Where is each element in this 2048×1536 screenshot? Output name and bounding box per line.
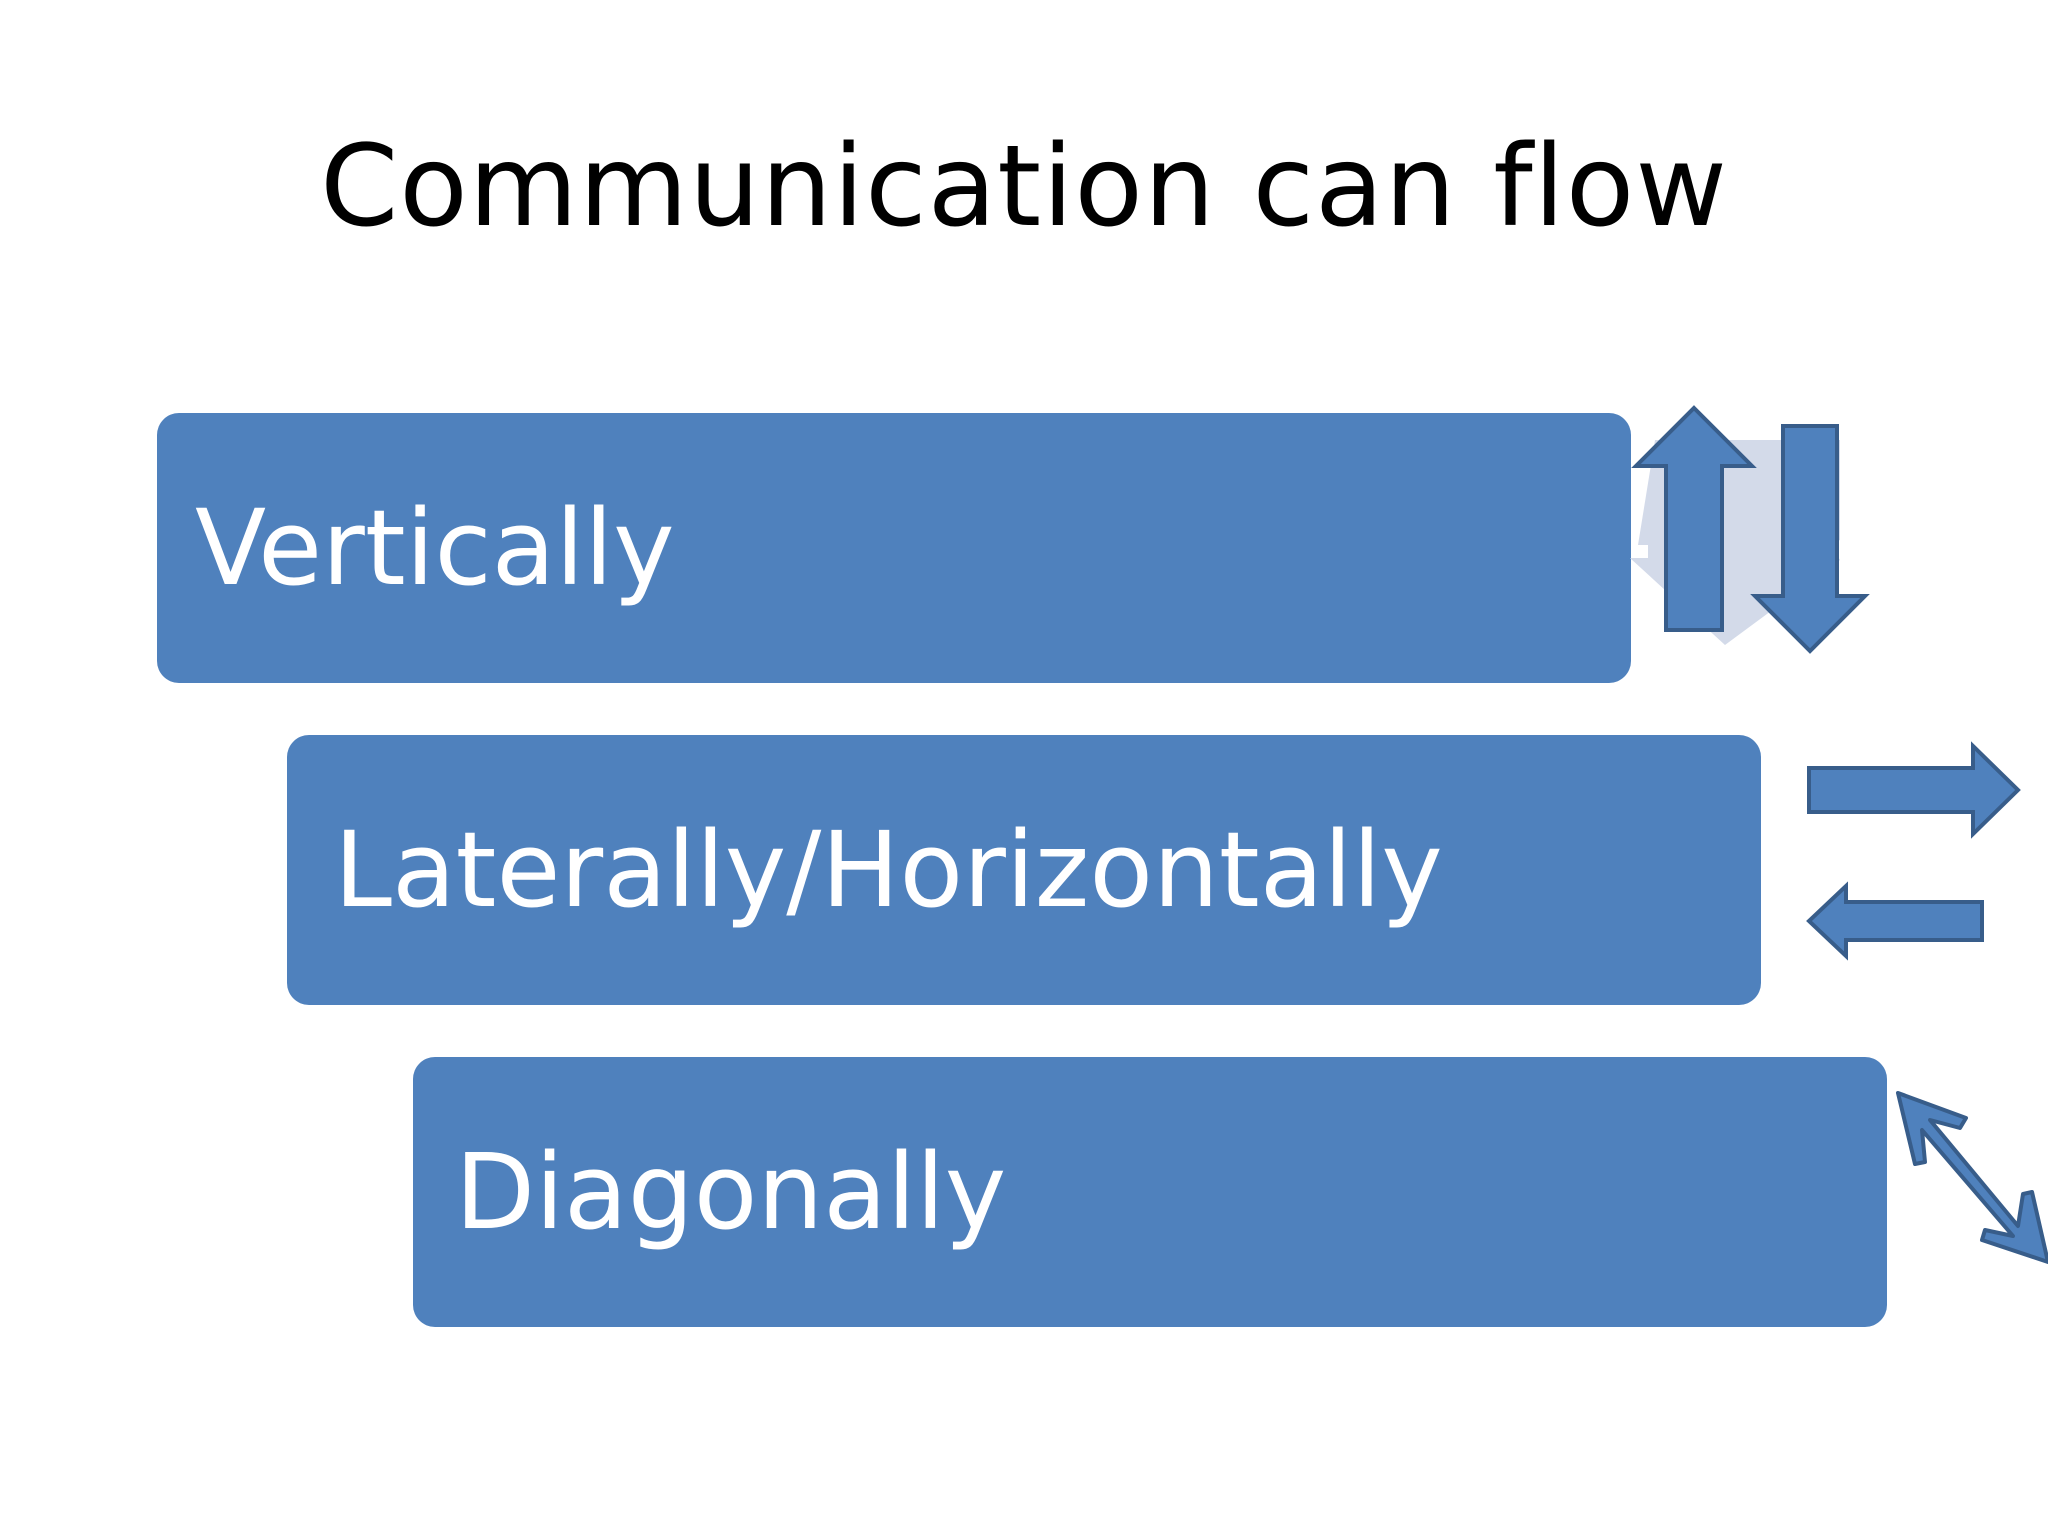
box-label: Diagonally	[455, 1131, 1007, 1253]
left-arrow-icon	[1806, 881, 1984, 961]
slide-title: Communication can flow	[320, 122, 1728, 252]
left-right-arrows-icon	[1806, 741, 2021, 961]
box-label: Laterally/Horizontally	[334, 809, 1443, 931]
right-arrow-icon	[1807, 741, 2021, 839]
diagonal-double-arrow-icon	[1896, 1091, 2048, 1264]
down-arrow-icon	[1750, 424, 1870, 654]
box-diagonally: Diagonally	[413, 1057, 1887, 1327]
diagonal-arrow-body	[1896, 1091, 2048, 1264]
up-down-arrows-icon	[1630, 405, 1870, 654]
up-arrow-icon	[1631, 405, 1757, 632]
box-vertically: Vertically	[157, 413, 1631, 683]
box-label: Vertically	[195, 487, 675, 609]
box-laterally-horizontally: Laterally/Horizontally	[287, 735, 1761, 1005]
